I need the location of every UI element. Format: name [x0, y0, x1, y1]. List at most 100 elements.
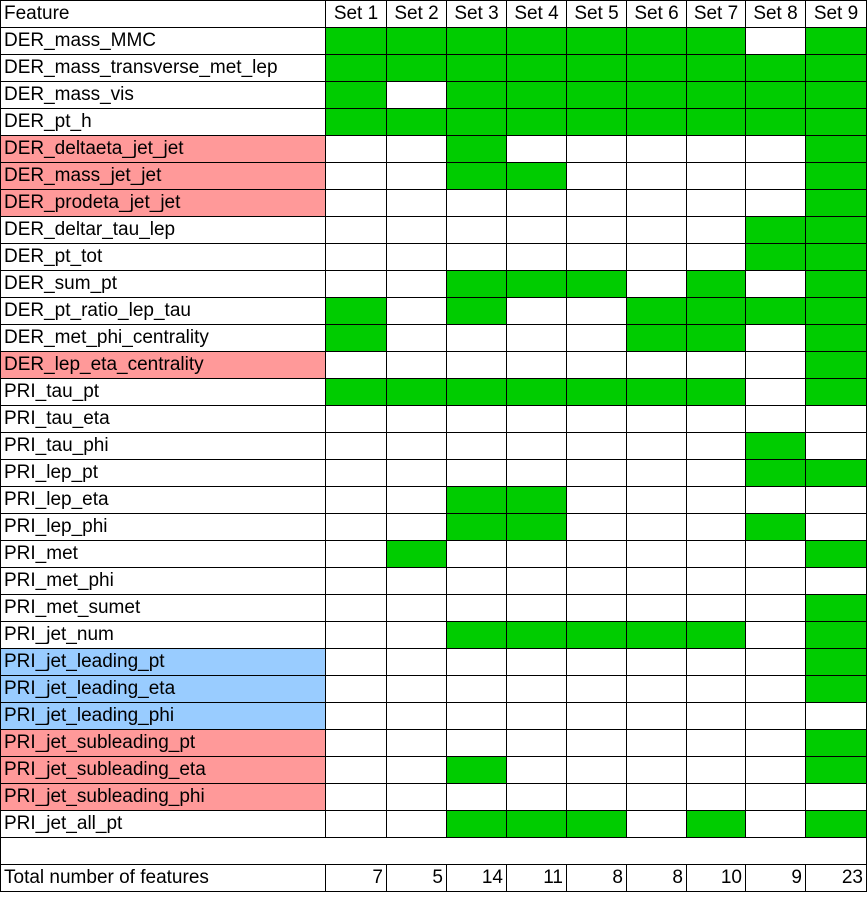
unselected-cell: [566, 648, 627, 676]
set-column-header: Set 8: [745, 0, 806, 28]
feature-name: PRI_met: [0, 540, 326, 568]
unselected-cell: [506, 594, 567, 622]
feature-row: PRI_lep_pt: [0, 459, 867, 487]
selected-cell: [805, 216, 867, 244]
selected-cell: [805, 810, 867, 838]
unselected-cell: [566, 486, 627, 514]
selected-cell: [446, 27, 507, 55]
selected-cell: [566, 81, 627, 109]
unselected-cell: [386, 324, 447, 352]
unselected-cell: [386, 594, 447, 622]
selected-cell: [805, 648, 867, 676]
feature-name: PRI_jet_subleading_phi: [0, 783, 326, 811]
set-column-header: Set 7: [686, 0, 746, 28]
feature-name: PRI_tau_eta: [0, 405, 326, 433]
unselected-cell: [386, 189, 447, 217]
unselected-cell: [506, 567, 567, 595]
selected-cell: [325, 324, 387, 352]
unselected-cell: [325, 810, 387, 838]
unselected-cell: [805, 513, 867, 541]
unselected-cell: [626, 459, 687, 487]
unselected-cell: [325, 540, 387, 568]
unselected-cell: [386, 729, 447, 757]
unselected-cell: [325, 594, 387, 622]
feature-row: PRI_jet_leading_eta: [0, 675, 867, 703]
unselected-cell: [626, 702, 687, 730]
selected-cell: [805, 459, 867, 487]
selected-cell: [566, 810, 627, 838]
unselected-cell: [745, 162, 806, 190]
selected-cell: [686, 27, 746, 55]
selected-cell: [506, 810, 567, 838]
feature-name: DER_prodeta_jet_jet: [0, 189, 326, 217]
selected-cell: [626, 81, 687, 109]
unselected-cell: [386, 486, 447, 514]
feature-row: PRI_met_phi: [0, 567, 867, 595]
total-value: 7: [325, 864, 387, 892]
selected-cell: [686, 81, 746, 109]
selected-cell: [805, 324, 867, 352]
unselected-cell: [686, 567, 746, 595]
unselected-cell: [506, 675, 567, 703]
selected-cell: [325, 27, 387, 55]
unselected-cell: [386, 621, 447, 649]
unselected-cell: [325, 351, 387, 379]
unselected-cell: [386, 81, 447, 109]
feature-row: PRI_lep_phi: [0, 513, 867, 541]
selected-cell: [745, 81, 806, 109]
unselected-cell: [686, 135, 746, 163]
selected-cell: [506, 54, 567, 82]
unselected-cell: [626, 405, 687, 433]
unselected-cell: [446, 540, 507, 568]
selected-cell: [626, 297, 687, 325]
unselected-cell: [446, 567, 507, 595]
selected-cell: [386, 54, 447, 82]
feature-row: PRI_jet_subleading_eta: [0, 756, 867, 784]
unselected-cell: [566, 567, 627, 595]
selected-cell: [805, 135, 867, 163]
unselected-cell: [686, 648, 746, 676]
unselected-cell: [386, 702, 447, 730]
selected-cell: [805, 54, 867, 82]
feature-name: DER_pt_h: [0, 108, 326, 136]
selected-cell: [745, 432, 806, 460]
selected-cell: [446, 108, 507, 136]
set-column-header: Set 5: [566, 0, 627, 28]
feature-name: PRI_jet_all_pt: [0, 810, 326, 838]
unselected-cell: [566, 594, 627, 622]
feature-row: DER_mass_vis: [0, 81, 867, 109]
unselected-cell: [446, 432, 507, 460]
unselected-cell: [626, 216, 687, 244]
selected-cell: [686, 297, 746, 325]
empty-row: [0, 837, 867, 865]
unselected-cell: [386, 351, 447, 379]
selected-cell: [745, 297, 806, 325]
selected-cell: [506, 378, 567, 406]
selected-cell: [805, 108, 867, 136]
selected-cell: [566, 108, 627, 136]
selected-cell: [805, 729, 867, 757]
selected-cell: [745, 216, 806, 244]
total-value: 8: [566, 864, 627, 892]
unselected-cell: [626, 189, 687, 217]
selected-cell: [626, 378, 687, 406]
unselected-cell: [686, 729, 746, 757]
unselected-cell: [745, 378, 806, 406]
unselected-cell: [386, 243, 447, 271]
unselected-cell: [745, 783, 806, 811]
unselected-cell: [626, 351, 687, 379]
unselected-cell: [686, 756, 746, 784]
unselected-cell: [626, 648, 687, 676]
unselected-cell: [566, 135, 627, 163]
unselected-cell: [745, 270, 806, 298]
unselected-cell: [325, 243, 387, 271]
total-value: 9: [745, 864, 806, 892]
feature-name: PRI_tau_pt: [0, 378, 326, 406]
feature-row: DER_deltaeta_jet_jet: [0, 135, 867, 163]
total-value: 10: [686, 864, 746, 892]
selected-cell: [626, 27, 687, 55]
unselected-cell: [626, 540, 687, 568]
unselected-cell: [325, 729, 387, 757]
total-value: 8: [626, 864, 687, 892]
